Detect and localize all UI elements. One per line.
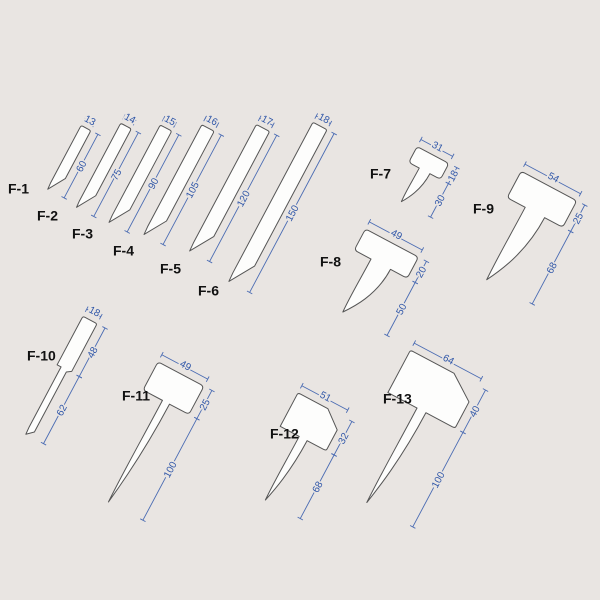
model-code-label: F-1 bbox=[8, 181, 29, 197]
model-code-label: F-8 bbox=[320, 254, 341, 270]
model-code-label: F-11 bbox=[122, 388, 150, 404]
dimension-line bbox=[529, 229, 574, 306]
dimension-line bbox=[384, 280, 419, 338]
tag-label-shape bbox=[366, 350, 470, 504]
model-code-label: F-3 bbox=[72, 226, 93, 242]
model-code-label: F-12 bbox=[270, 426, 299, 442]
dimension-line bbox=[90, 130, 142, 219]
model-code-label: F-9 bbox=[473, 201, 494, 217]
model-code-label: F-6 bbox=[198, 283, 219, 299]
dimension-line bbox=[61, 132, 101, 200]
stake-label-shape bbox=[189, 124, 270, 252]
dimension-line bbox=[82, 116, 96, 128]
dimension-line bbox=[206, 133, 280, 264]
model-code-label: F-10 bbox=[27, 348, 56, 364]
items-layer: 1360147515901610517120181503118304920505… bbox=[8, 110, 588, 529]
dimension-line bbox=[122, 114, 137, 126]
dimension-line bbox=[299, 382, 350, 414]
dimension-line bbox=[367, 218, 425, 253]
tag-label-shape bbox=[25, 316, 97, 435]
dimension-line bbox=[257, 115, 275, 129]
dimension-line bbox=[160, 133, 225, 247]
dimension-line bbox=[84, 306, 103, 320]
dimension-line bbox=[412, 340, 484, 382]
dimension-line bbox=[427, 181, 452, 219]
dimension-line bbox=[140, 416, 200, 523]
model-code-label: F-4 bbox=[113, 243, 134, 259]
dimension-line bbox=[409, 430, 466, 529]
dimension-line bbox=[523, 161, 583, 197]
stake-label-shape bbox=[47, 125, 91, 190]
model-code-label: F-5 bbox=[160, 261, 181, 277]
dimension-line bbox=[419, 136, 455, 160]
stake-label-shape bbox=[76, 123, 132, 208]
dimension-line bbox=[124, 133, 182, 234]
tag-label-shape bbox=[400, 147, 449, 203]
dimension-line bbox=[159, 351, 210, 383]
tag-label-shape bbox=[342, 229, 418, 313]
dimension-line bbox=[161, 115, 177, 128]
stake-label-shape bbox=[143, 124, 215, 235]
dimension-line bbox=[314, 113, 333, 127]
stake-label-shape bbox=[228, 122, 327, 282]
dimension-line bbox=[40, 374, 83, 446]
model-code-label: F-13 bbox=[383, 391, 412, 407]
model-code-label: F-2 bbox=[37, 208, 58, 224]
model-code-label: F-7 bbox=[370, 166, 391, 182]
stake-label-shape bbox=[108, 125, 172, 223]
tag-label-shape bbox=[107, 362, 204, 503]
dimension-line bbox=[203, 115, 220, 128]
tag-label-shape bbox=[486, 171, 577, 281]
dimension-line bbox=[297, 453, 337, 521]
tag-label-shape bbox=[264, 393, 338, 501]
dimension-line bbox=[246, 131, 337, 295]
